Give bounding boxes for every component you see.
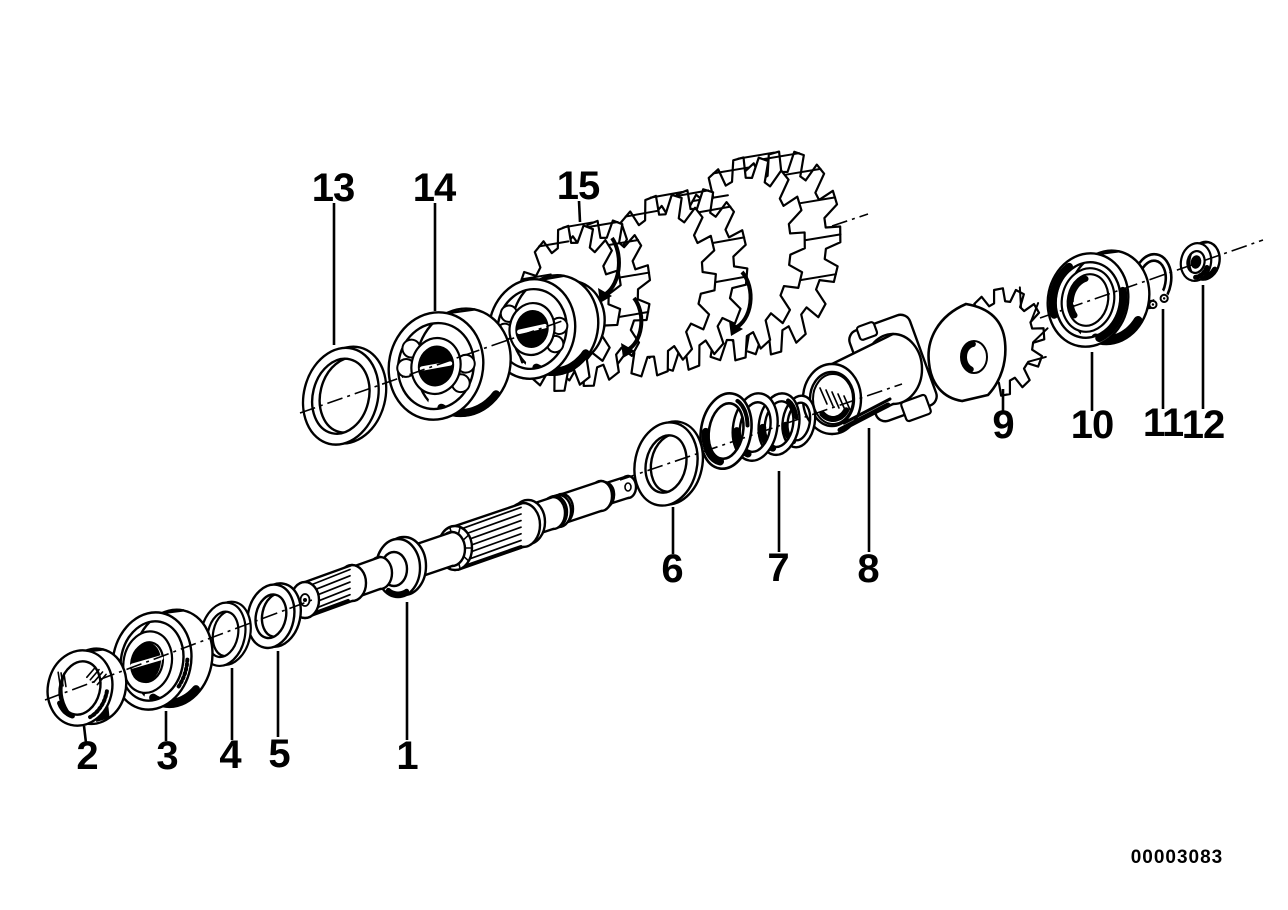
part-slotted-nut [46, 647, 128, 727]
callout-label-9: 9 [992, 403, 1013, 447]
leader-line-2 [82, 725, 88, 744]
callout-label-14: 14 [413, 166, 457, 210]
callout-label-5: 5 [268, 732, 290, 776]
callout-label-12: 12 [1182, 403, 1225, 447]
callout-label-3: 3 [156, 734, 177, 778]
callout-label-6: 6 [661, 547, 682, 591]
callout-label-8: 8 [857, 547, 879, 591]
part-collar-nut [1179, 240, 1221, 282]
diagram-id-number: 00003083 [1131, 847, 1224, 868]
callout-label-1: 1 [396, 734, 418, 778]
callout-labels: 1 2 3 4 5 6 7 8 9 10 11 12 13 14 15 [76, 164, 1225, 778]
callout-label-7: 7 [767, 546, 788, 590]
part-gear-cluster [487, 150, 842, 393]
part-output-shaft [289, 474, 638, 620]
callout-label-2: 2 [76, 734, 97, 778]
leader-lines [82, 200, 1205, 744]
centerline-axis [44, 213, 1264, 701]
leader-line-15 [577, 200, 582, 223]
callout-label-10: 10 [1071, 403, 1114, 447]
part-coupling-sleeve [801, 313, 938, 436]
callout-label-15: 15 [557, 164, 600, 208]
part-ball-bearing-front [387, 307, 512, 421]
part-bevel-pinion [927, 286, 1049, 403]
callout-label-4: 4 [219, 733, 242, 777]
part-bearing-rear [1046, 249, 1151, 348]
part-lock-ring [301, 345, 388, 446]
part-spring-washer-stack [699, 392, 817, 470]
part-washer-5 [246, 582, 302, 650]
callout-label-11: 11 [1143, 401, 1184, 445]
callout-label-13: 13 [312, 166, 355, 210]
part-thrust-washer [633, 420, 705, 507]
